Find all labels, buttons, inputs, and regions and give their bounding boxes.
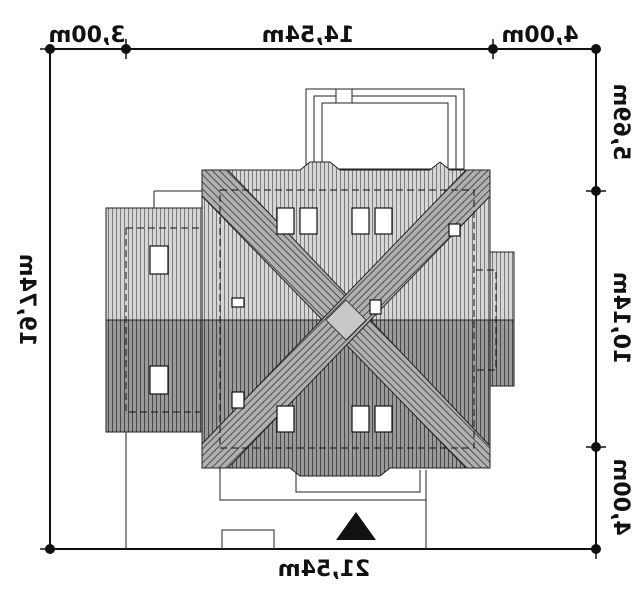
dimension-left: 19,74m <box>14 254 39 347</box>
roof-windows <box>149 207 461 433</box>
dimension-right-bottom: 4,00m <box>608 458 633 535</box>
dimension-right-middle: 10,14m <box>608 272 633 365</box>
roof-main-lower <box>201 319 491 477</box>
plot-boundary <box>49 48 597 550</box>
roof-ridge-center <box>325 299 367 341</box>
dimension-top-left: 3,00m <box>48 23 125 48</box>
site-lines <box>125 88 465 550</box>
eave-lines <box>125 189 497 449</box>
dimension-dots <box>45 44 601 554</box>
dimension-top-right: 4,00m <box>501 23 578 48</box>
dimension-ticks <box>40 39 606 559</box>
dimension-bottom: 21,54m <box>278 557 371 582</box>
entrance-marker-icon <box>336 512 376 540</box>
dimension-right-top: 5,69m <box>608 83 633 160</box>
dimension-top-middle: 14,54m <box>262 23 355 48</box>
